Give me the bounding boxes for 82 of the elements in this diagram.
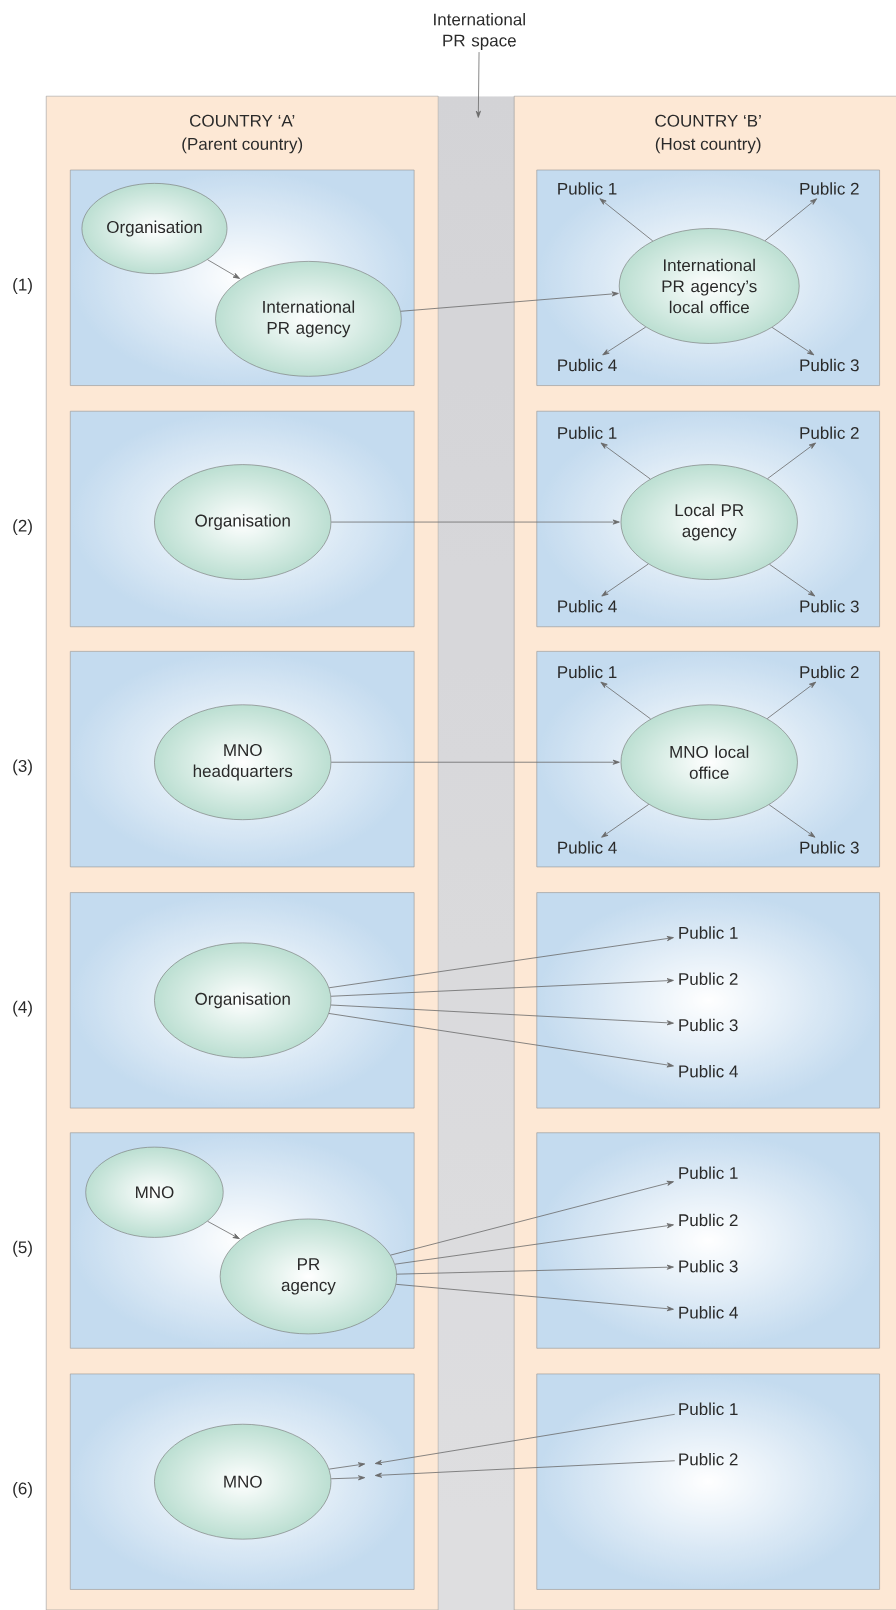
row-number: (5): [13, 1240, 32, 1257]
arrow: [400, 291, 619, 312]
arrow: [475, 51, 481, 118]
scene-box: [70, 892, 415, 1109]
arrow: [766, 681, 817, 719]
public-label: Public 2: [800, 426, 859, 439]
arrow: [330, 759, 620, 765]
row-number: (1): [13, 278, 32, 294]
scene-box: [70, 651, 415, 868]
arrow: [600, 442, 651, 480]
public-label: Public 4: [558, 358, 617, 372]
scene-box: [70, 410, 415, 628]
scene-box: [536, 169, 880, 386]
arrow: [600, 681, 651, 720]
arrow: [374, 1460, 676, 1478]
space-label: International PR space: [434, 13, 525, 50]
arrow: [396, 1264, 674, 1275]
public-label: Public 3: [679, 1018, 738, 1032]
scene-box: [536, 1373, 880, 1590]
ellipse-node: MNO: [85, 1146, 224, 1238]
ellipse-node: MNO: [154, 1423, 332, 1540]
scene-box: [536, 410, 880, 628]
public-label: Public 2: [800, 182, 859, 195]
arrow: [330, 978, 674, 997]
scene-box: [70, 1132, 415, 1349]
arrow: [395, 1283, 674, 1312]
public-label: Public 1: [679, 1166, 738, 1179]
public-label: Public 3: [800, 841, 859, 854]
row-number: (3): [13, 759, 32, 776]
ellipse-node: International PR agency’s local office: [618, 228, 800, 344]
scene-box: [536, 651, 880, 868]
ellipse-node: International PR agency: [215, 261, 402, 377]
ellipse-node: MNO headquarters: [154, 704, 332, 820]
arrow: [328, 1462, 366, 1470]
ellipse-node: PR agency: [219, 1218, 397, 1335]
public-label: Public 4: [558, 600, 617, 613]
arrow: [330, 1004, 674, 1026]
public-label: Public 1: [558, 426, 617, 439]
arrow: [601, 804, 650, 838]
arrow: [328, 936, 674, 989]
public-label: Public 4: [679, 1064, 738, 1078]
arrow: [771, 327, 815, 356]
public-label: Public 3: [800, 600, 859, 613]
arrow: [602, 326, 647, 356]
arrow: [767, 442, 816, 480]
arrow: [330, 519, 620, 525]
public-label: Public 2: [679, 1452, 738, 1466]
ellipse-node: Local PR agency: [620, 464, 798, 580]
public-label: Public 1: [558, 182, 617, 195]
public-label: Public 2: [679, 972, 738, 986]
public-label: Public 4: [558, 841, 617, 854]
arrow: [394, 1223, 674, 1265]
public-label: Public 4: [679, 1306, 738, 1319]
arrow: [769, 563, 816, 597]
ellipse-node: Organisation: [154, 942, 332, 1059]
scene-box: [70, 1373, 415, 1590]
arrow: [374, 1413, 676, 1465]
ellipse-node: Organisation: [154, 464, 332, 580]
arrow: [764, 198, 818, 242]
public-label: Public 2: [800, 665, 859, 679]
scene-box: [70, 169, 415, 386]
row-number: (6): [13, 1482, 32, 1498]
ellipse-node: MNO local office: [620, 704, 798, 820]
public-label: Public 1: [679, 1402, 738, 1416]
public-label: Public 3: [679, 1259, 738, 1273]
row-number: (2): [13, 519, 32, 536]
arrow: [328, 1013, 674, 1068]
public-label: Public 3: [800, 358, 859, 372]
public-label: Public 2: [679, 1213, 738, 1227]
arrow: [207, 259, 241, 279]
public-label: Public 1: [679, 926, 738, 939]
arrow: [207, 1220, 240, 1240]
arrow: [768, 804, 816, 838]
public-label: Public 1: [558, 665, 617, 679]
scene-box: [536, 892, 880, 1109]
row-number: (4): [13, 1000, 32, 1017]
arrow: [601, 563, 649, 597]
arrow: [599, 198, 654, 242]
arrow: [390, 1180, 674, 1256]
arrow: [330, 1475, 366, 1481]
scene-box: [536, 1132, 880, 1349]
ellipse-node: Organisation: [81, 183, 228, 274]
